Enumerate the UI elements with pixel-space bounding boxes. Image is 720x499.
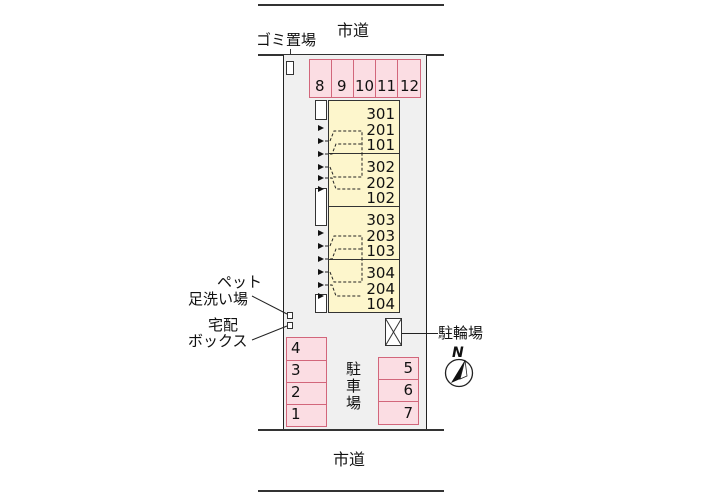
parking-number: 9 [337, 77, 347, 95]
leader-lines [251, 295, 288, 341]
parking-space-6: 6 [378, 379, 419, 402]
entrance-paths [318, 125, 363, 299]
staircase [315, 100, 327, 120]
unit-block-4: 304 204 104 [328, 259, 400, 313]
delivery-box [287, 322, 293, 329]
top-road-edge [258, 4, 444, 6]
parking-space-5: 5 [378, 357, 419, 380]
parking-space-8: 8 [309, 59, 332, 98]
parking-number: 10 [355, 77, 375, 95]
entrance-arrow-icons [318, 125, 324, 299]
unit-101: 101 [366, 136, 395, 154]
compass-north-label: N [452, 345, 464, 361]
parking-number: 2 [291, 383, 301, 401]
parking-space-7: 7 [378, 401, 419, 425]
parking-number: 4 [291, 339, 301, 357]
delivery-box-label-line2: ボックス [188, 332, 248, 350]
unit-104: 104 [366, 295, 395, 313]
parking-space-9: 9 [331, 59, 354, 98]
parking-space-12: 12 [397, 59, 421, 98]
parking-number: 8 [315, 77, 325, 95]
parking-label-1: 駐 [346, 360, 362, 378]
parking-number: 7 [403, 404, 413, 422]
parking-number: 12 [400, 77, 420, 95]
bicycle-parking-area [385, 318, 402, 346]
bottom-road-label: 市道 [333, 450, 366, 469]
bottom-road-boundary [258, 429, 444, 431]
parking-number: 5 [403, 359, 413, 377]
unit-202: 202 [366, 174, 395, 192]
unit-204: 204 [366, 280, 395, 298]
parking-space-2: 2 [286, 382, 327, 405]
parking-space-1: 1 [286, 404, 327, 427]
pet-wash-label-line2: 足洗い場 [188, 290, 249, 308]
unit-102: 102 [366, 189, 395, 207]
bicycle-leader-line [402, 333, 438, 334]
bottom-road-edge [258, 490, 444, 492]
parking-number: 3 [291, 361, 301, 379]
parking-space-11: 11 [375, 59, 398, 98]
parking-number: 11 [377, 77, 397, 95]
unit-203: 203 [366, 227, 395, 245]
parking-label-2: 車 [346, 377, 362, 395]
unit-303: 303 [366, 211, 395, 229]
parking-number: 6 [403, 381, 413, 399]
top-road-label: 市道 [337, 21, 370, 40]
unit-304: 304 [366, 264, 395, 282]
garbage-label: ゴミ置場 [256, 31, 317, 49]
parking-space-4: 4 [286, 337, 327, 361]
unit-302: 302 [366, 158, 395, 176]
parking-label-3: 場 [346, 394, 362, 412]
unit-103: 103 [366, 242, 395, 260]
pet-wash-label-line1: ペット [217, 273, 263, 291]
parking-space-10: 10 [353, 59, 376, 98]
garbage-area [286, 61, 294, 75]
parking-number: 1 [291, 405, 301, 423]
delivery-box-label-line1: 宅配 [208, 316, 239, 334]
unit-block-2: 302 202 102 [328, 153, 400, 207]
parking-space-3: 3 [286, 360, 327, 383]
compass-icon [444, 358, 474, 388]
unit-block-3: 303 203 103 [328, 206, 400, 260]
pet-wash-area [287, 312, 293, 319]
unit-201: 201 [366, 121, 395, 139]
unit-301: 301 [366, 105, 395, 123]
bicycle-parking-label: 駐輪場 [438, 324, 484, 342]
